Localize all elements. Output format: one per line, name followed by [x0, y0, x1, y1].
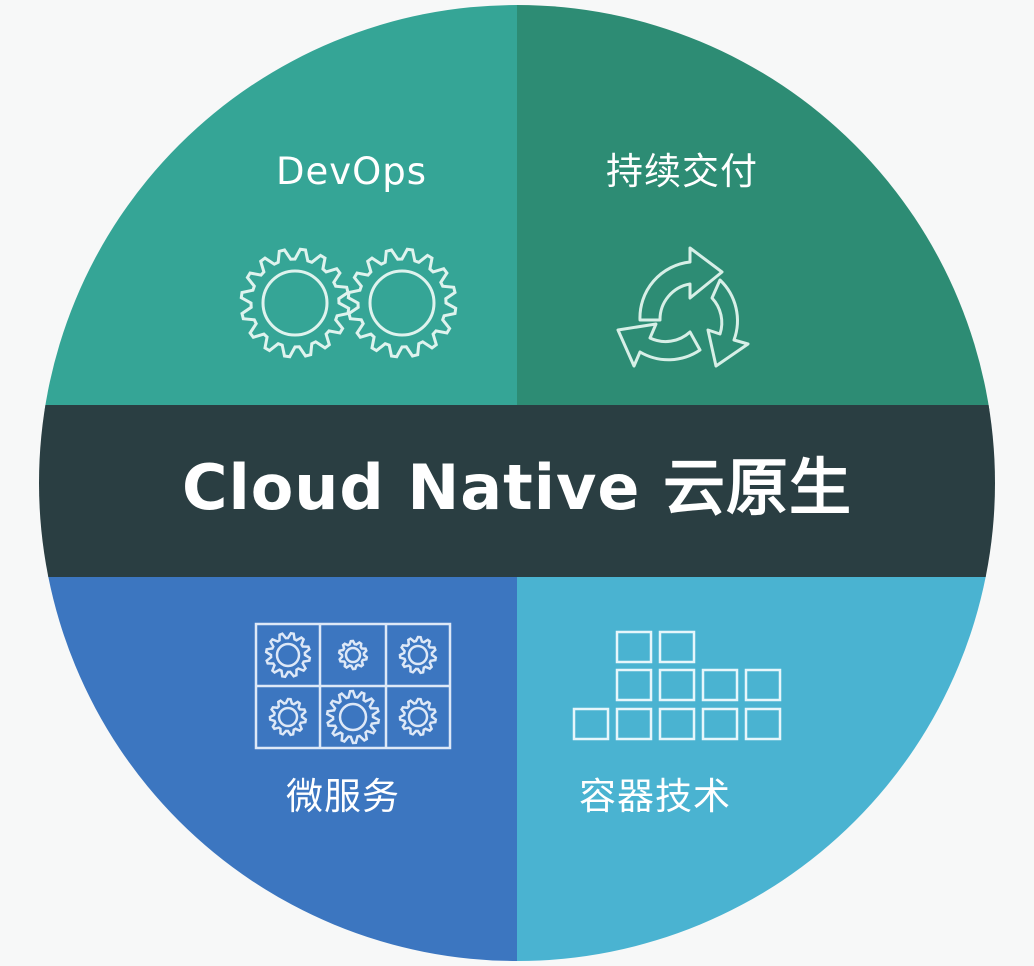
container-block [658, 668, 696, 702]
quadrant-container-bg [517, 575, 995, 961]
gear-shape [264, 631, 312, 679]
quadrant-microservice-bg [39, 575, 517, 961]
banner-bg [39, 405, 995, 577]
container-block [701, 707, 739, 741]
quadrant-label-container-tech: 容器技术 [579, 775, 731, 818]
container-block [615, 668, 653, 702]
container-block [658, 707, 696, 741]
container-block [615, 707, 653, 741]
gear-shape [398, 635, 438, 675]
gear-shape [398, 697, 438, 737]
gear-shape [337, 639, 369, 671]
container-block [744, 668, 782, 702]
container-block [744, 707, 782, 741]
container-block [572, 707, 610, 741]
container-blocks-icon [572, 630, 782, 741]
container-block [615, 630, 653, 664]
diagram-title: Cloud Native 云原生 [181, 451, 853, 524]
quadrant-label-continuous-delivery: 持续交付 [606, 150, 758, 193]
container-block [701, 668, 739, 702]
cycle-arrows-icon [616, 246, 750, 368]
container-block [658, 630, 696, 664]
gear-shape [268, 697, 308, 737]
quadrant-cd-bg [517, 5, 995, 410]
quadrant-devops-bg [39, 5, 517, 410]
microservice-grid-icon [254, 622, 452, 750]
quadrant-label-microservices: 微服务 [286, 775, 400, 818]
gear-shape [325, 689, 381, 745]
quadrant-label-devops: DevOps [276, 150, 428, 193]
gears-icon [239, 247, 458, 359]
